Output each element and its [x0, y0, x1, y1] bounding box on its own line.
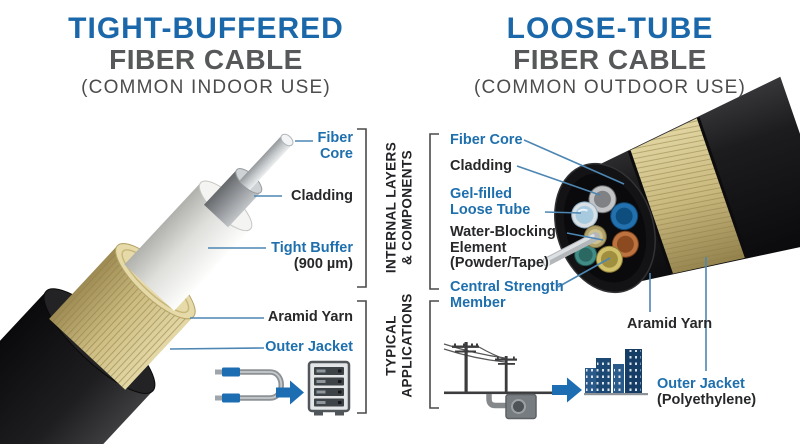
label-fiber-core-right: Fiber Core [450, 132, 523, 148]
label-cladding-left: Cladding [290, 188, 353, 204]
label-aramid-yarn-left: Aramid Yarn [267, 309, 353, 325]
central-strength-member [542, 225, 607, 267]
leader-lines [169, 139, 707, 371]
ground-line [444, 391, 552, 395]
city-buildings-icon [584, 349, 648, 396]
left-title: TIGHT-BUFFERED [68, 12, 344, 45]
label-central-strength-member: Central Strength Member [450, 279, 564, 311]
right-title-line2: FIBER CABLE [513, 43, 707, 75]
loose-tube-cable-illustration [542, 76, 800, 294]
server-icon [307, 360, 351, 416]
arrow-icon-left [276, 380, 304, 405]
aramid-yarn-band [627, 117, 748, 275]
left-title-block: TIGHT-BUFFERED FIBER CABLE (COMMON INDOO… [0, 13, 412, 99]
label-fiber-core-left: Fiber Core [317, 130, 353, 162]
section-typical-applications: TYPICAL APPLICATIONS [383, 293, 414, 398]
section-internal-layers: INTERNAL LAYERS & COMPONENTS [383, 141, 414, 274]
section-brackets [357, 128, 439, 414]
label-outer-jacket-left: Outer Jacket [265, 339, 353, 355]
tight-buffered-cable-illustration [0, 133, 294, 444]
left-subtitle: (COMMON INDOOR USE) [81, 76, 331, 98]
loose-tube-blue [610, 202, 639, 231]
left-title-line2: FIBER CABLE [109, 43, 303, 75]
arrow-icon-right [552, 377, 582, 403]
label-tight-buffer: Tight Buffer (900 µm) [271, 240, 353, 272]
label-aramid-yarn-right: Aramid Yarn [627, 316, 713, 332]
right-title-block: LOOSE-TUBE FIBER CABLE (COMMON OUTDOOR U… [428, 13, 792, 99]
patch-cable-icon [215, 367, 284, 403]
label-outer-jacket-right: Outer Jacket (Polyethylene) [657, 376, 757, 408]
right-title: LOOSE-TUBE [506, 12, 714, 45]
label-gel-filled-loose-tube: Gel-filled Loose Tube [450, 186, 531, 218]
underground-conduit-icon [486, 393, 537, 420]
loose-tube-yellow [595, 245, 623, 273]
label-water-blocking-element: Water-Blocking Element (Powder/Tape) [450, 224, 556, 272]
utility-pole-icon [443, 342, 552, 420]
loose-tube-gel [571, 201, 599, 229]
fiber-core-layer [239, 133, 294, 191]
label-cladding-right: Cladding [450, 158, 513, 174]
right-subtitle: (COMMON OUTDOOR USE) [473, 76, 747, 98]
